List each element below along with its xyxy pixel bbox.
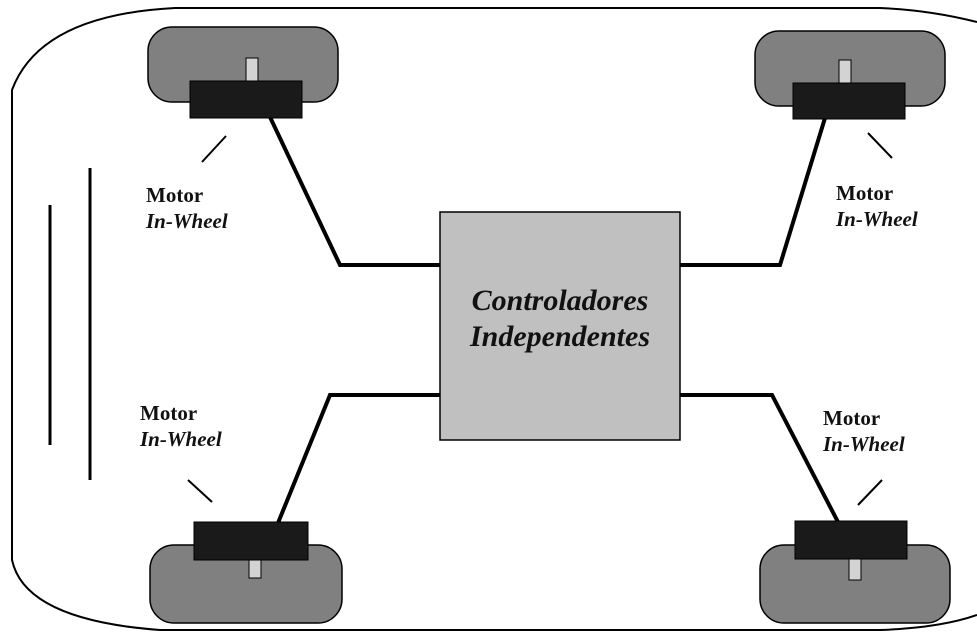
axle-front-right bbox=[838, 59, 852, 86]
motor-front-right bbox=[792, 82, 906, 120]
wire-front-right bbox=[680, 117, 827, 267]
pointer-rear-left bbox=[187, 479, 213, 503]
axle-front-left bbox=[245, 57, 259, 83]
wheel-front-right bbox=[754, 30, 946, 120]
wire-rear-left bbox=[276, 393, 440, 524]
wheel-rear-right bbox=[759, 520, 951, 624]
motor-label-front-left: Motor In-Wheel bbox=[146, 182, 228, 235]
motor-label-front-right-line1: Motor bbox=[836, 181, 894, 205]
motor-rear-left bbox=[193, 521, 309, 561]
motor-label-rear-left: Motor In-Wheel bbox=[140, 400, 222, 453]
motor-label-front-left-line2: In-Wheel bbox=[146, 209, 228, 234]
motor-label-front-left-line1: Motor bbox=[146, 183, 204, 207]
motor-label-front-right: Motor In-Wheel bbox=[836, 180, 918, 233]
wheel-front-left bbox=[147, 26, 339, 119]
axle-rear-right bbox=[848, 555, 862, 581]
controller-label-line1: Controladores bbox=[471, 284, 649, 317]
motor-label-front-right-line2: In-Wheel bbox=[836, 207, 918, 232]
controller-label-line2: Independentes bbox=[470, 320, 650, 353]
motor-label-rear-right-line2: In-Wheel bbox=[823, 432, 905, 457]
pointer-front-left bbox=[201, 135, 227, 163]
pointer-front-right bbox=[867, 132, 893, 159]
wheel-rear-left bbox=[149, 521, 343, 624]
motor-rear-right bbox=[794, 520, 908, 560]
motor-label-rear-left-line2: In-Wheel bbox=[140, 427, 222, 452]
motor-label-rear-right-line1: Motor bbox=[823, 406, 881, 430]
motor-front-left bbox=[189, 80, 303, 119]
car-body-outline bbox=[11, 7, 977, 631]
controller-label: Controladores Independentes bbox=[440, 283, 680, 355]
pointer-rear-right bbox=[857, 479, 883, 506]
motor-label-rear-right: Motor In-Wheel bbox=[823, 405, 905, 458]
motor-label-rear-left-line1: Motor bbox=[140, 401, 198, 425]
controller-box bbox=[439, 211, 681, 441]
wire-rear-right bbox=[680, 393, 840, 523]
wire-front-left bbox=[268, 116, 440, 267]
